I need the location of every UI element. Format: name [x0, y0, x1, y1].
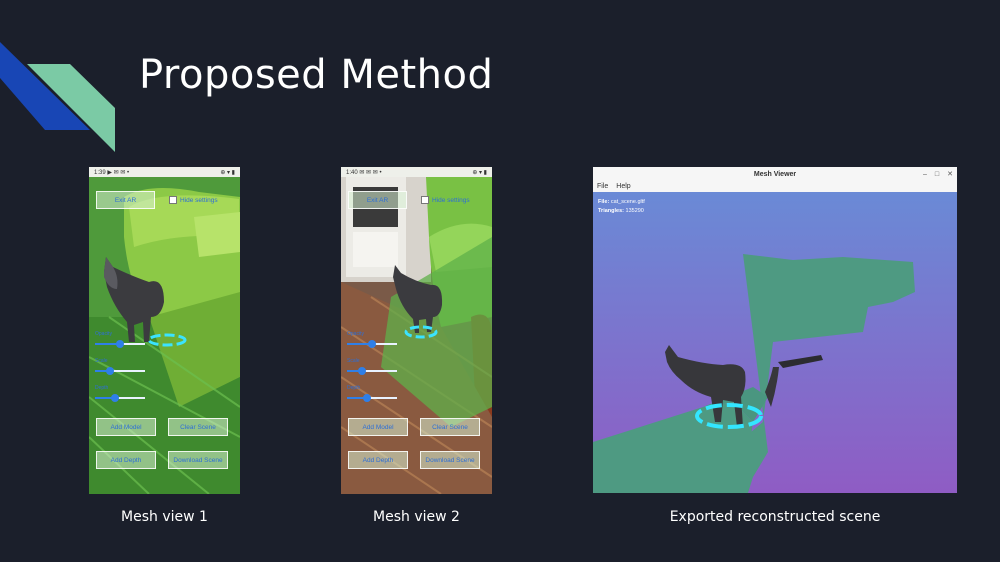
status-bar: 1:39 ▶ ✉ ✉ • ⊕ ▾ ▮: [89, 167, 240, 177]
caption-exported-scene: Exported reconstructed scene: [669, 509, 881, 525]
menu-help[interactable]: Help: [616, 183, 631, 190]
phone-screenshot-2: 1:40 ✉ ✉ ✉ • ⊕ ▾ ▮ Exit AR Hide settings: [341, 167, 492, 494]
download-scene-button[interactable]: Download Scene: [420, 451, 480, 469]
status-right-icons: ⊕ ▾ ▮: [220, 169, 235, 176]
slider-label: Scale: [347, 358, 360, 364]
depth-slider[interactable]: Depth: [347, 385, 397, 402]
phone-screenshot-1: 1:39 ▶ ✉ ✉ • ⊕ ▾ ▮ Exit AR Hide settings…: [89, 167, 240, 494]
opacity-slider[interactable]: Opacity: [95, 331, 145, 348]
clear-scene-button[interactable]: Clear Scene: [420, 418, 480, 436]
file-name: cat_scene.gltf: [610, 199, 645, 205]
ar-camera-scene: [89, 177, 240, 494]
minimize-icon[interactable]: –: [922, 170, 927, 178]
exit-ar-button[interactable]: Exit AR: [348, 191, 407, 209]
close-icon[interactable]: ✕: [947, 171, 953, 178]
add-model-button[interactable]: Add Model: [96, 418, 156, 436]
status-bar: 1:40 ✉ ✉ ✉ • ⊕ ▾ ▮: [341, 167, 492, 177]
status-time: 1:39: [94, 169, 106, 176]
scale-slider[interactable]: Scale: [347, 358, 397, 375]
slider-label: Depth: [347, 385, 361, 391]
add-model-button[interactable]: Add Model: [348, 418, 408, 436]
status-time: 1:40: [346, 169, 358, 176]
depth-slider[interactable]: Depth: [95, 385, 145, 402]
status-icons: ✉ ✉ ✉ •: [359, 169, 382, 176]
status-right-icons: ⊕ ▾ ▮: [472, 169, 487, 176]
status-icons: ▶ ✉ ✉ •: [107, 169, 130, 176]
clear-scene-button[interactable]: Clear Scene: [168, 418, 228, 436]
scale-slider[interactable]: Scale: [95, 358, 145, 375]
corner-decoration: [0, 42, 115, 152]
slider-label: Scale: [95, 358, 108, 364]
checkbox-label: Hide settings: [180, 196, 218, 204]
hide-settings-checkbox[interactable]: Hide settings: [421, 196, 470, 204]
slider-label: Opacity: [347, 331, 364, 337]
checkbox-box[interactable]: [169, 196, 177, 204]
slide-title: Proposed Method: [139, 52, 494, 98]
download-scene-button[interactable]: Download Scene: [168, 451, 228, 469]
add-depth-button[interactable]: Add Depth: [96, 451, 156, 469]
file-label: File:: [598, 199, 610, 205]
opacity-slider[interactable]: Opacity: [347, 331, 397, 348]
checkbox-box[interactable]: [421, 196, 429, 204]
checkbox-label: Hide settings: [432, 196, 470, 204]
window-titlebar: Mesh Viewer – □ ✕: [593, 167, 957, 182]
window-title: Mesh Viewer: [753, 170, 797, 178]
menu-bar: File Help: [593, 181, 957, 192]
slider-label: Depth: [95, 385, 109, 391]
add-depth-button[interactable]: Add Depth: [348, 451, 408, 469]
hide-settings-checkbox[interactable]: Hide settings: [169, 196, 218, 204]
3d-viewport[interactable]: [593, 192, 957, 493]
menu-file[interactable]: File: [597, 183, 609, 190]
caption-mesh-view-2: Mesh view 2: [373, 509, 460, 525]
maximize-icon[interactable]: □: [934, 170, 940, 178]
triangles-count: 135290: [625, 208, 644, 214]
caption-mesh-view-1: Mesh view 1: [121, 509, 208, 525]
mesh-viewer-window: Mesh Viewer – □ ✕ File Help File: cat_sc…: [593, 167, 957, 493]
slider-label: Opacity: [95, 331, 112, 337]
mesh-info-overlay: File: cat_scene.gltf Triangles: 135290: [598, 198, 645, 216]
triangles-label: Triangles:: [598, 208, 624, 214]
exit-ar-button[interactable]: Exit AR: [96, 191, 155, 209]
